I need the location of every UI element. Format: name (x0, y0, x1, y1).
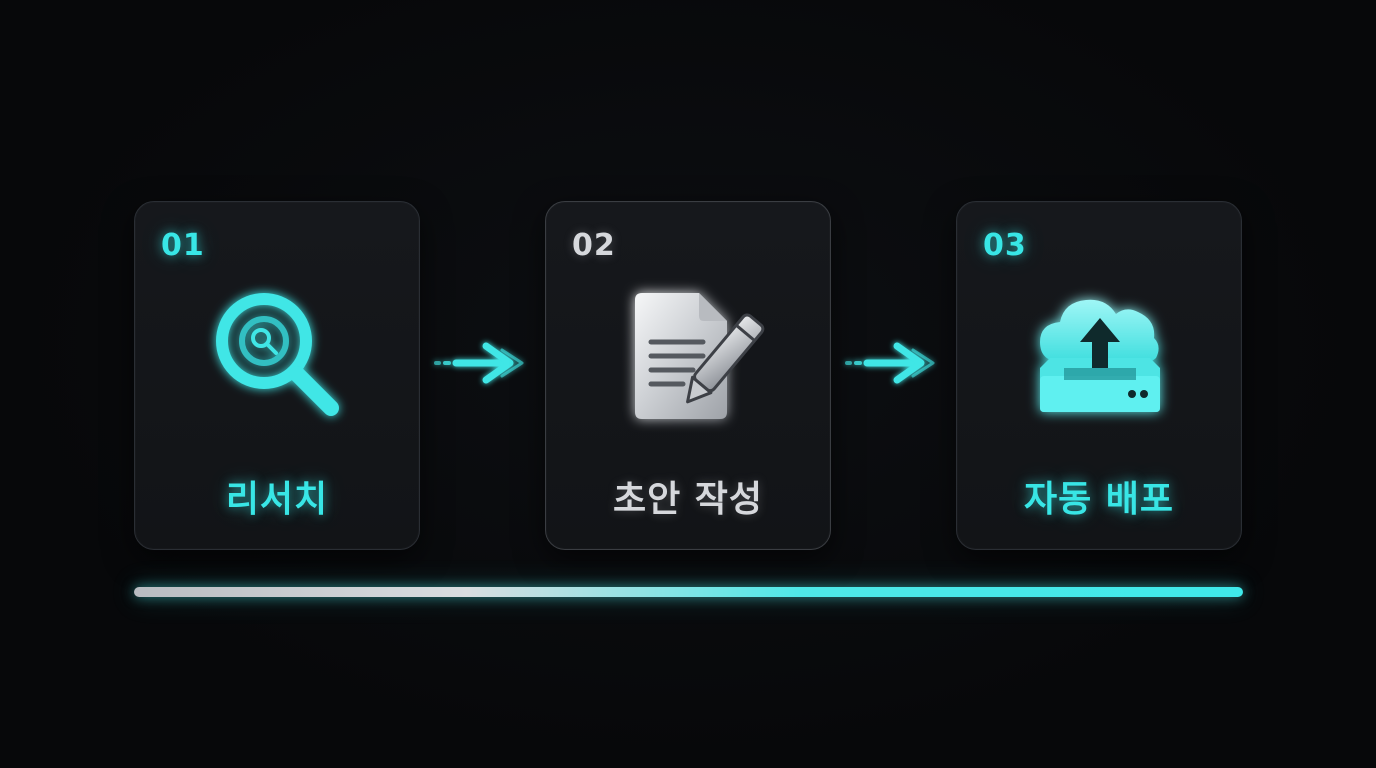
arrow-right-icon (841, 338, 945, 388)
step-card-research: 01 리서치 (134, 201, 420, 550)
step-card-deploy: 03 (956, 201, 1242, 550)
step-number: 03 (983, 228, 1027, 263)
step-card-draft: 02 (545, 201, 831, 550)
step-label: 초안 작성 (612, 479, 763, 520)
progress-bar (134, 587, 1243, 597)
step-number: 02 (572, 228, 616, 263)
arrow-right-icon (430, 338, 534, 388)
magnifier-icon (198, 280, 358, 430)
step-number: 01 (161, 228, 205, 263)
step-label: 리서치 (225, 479, 329, 520)
document-edit-icon (609, 280, 769, 430)
step-label: 자동 배포 (1023, 479, 1174, 520)
cloud-upload-icon (1020, 280, 1180, 430)
